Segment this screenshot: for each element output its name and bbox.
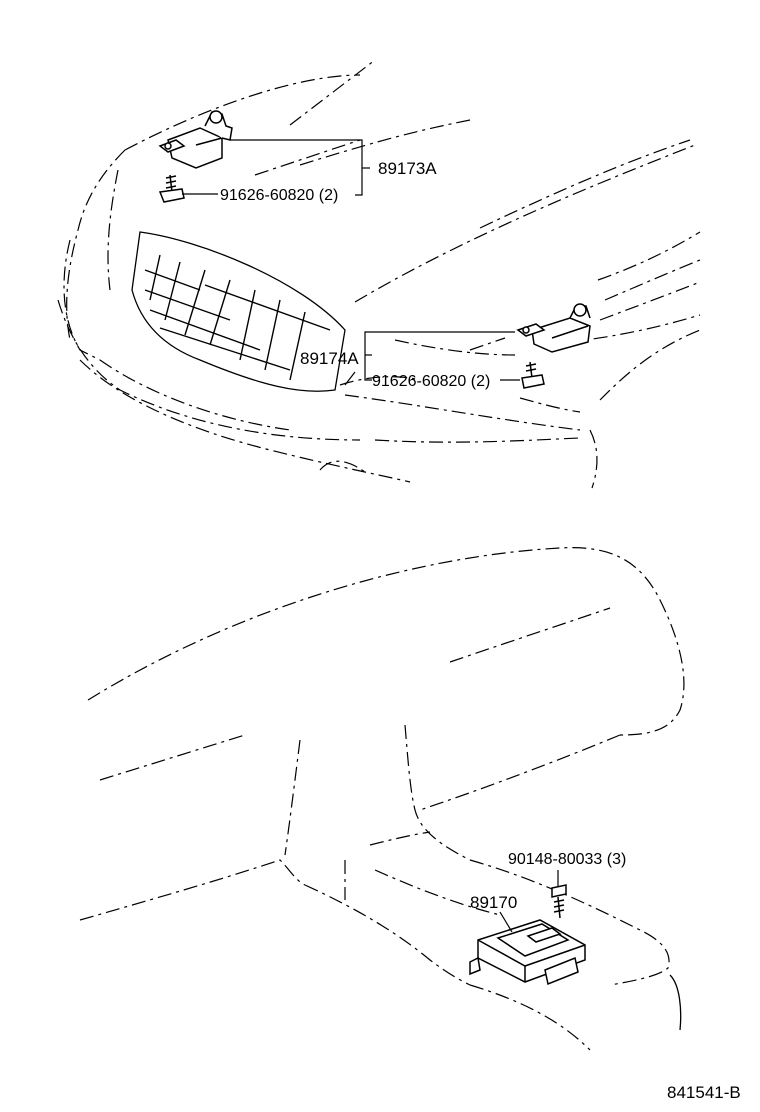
bolt-right (521, 361, 545, 389)
part-label-90148: 90148-80033 (3) (508, 851, 626, 868)
bolt-left (158, 174, 185, 203)
part-label-89173a: 89173A (378, 159, 437, 178)
diagram-code: 841541-B (667, 1083, 741, 1102)
part-label-91626-right: 91626-60820 (2) (372, 373, 490, 390)
part-label-89170: 89170 (470, 893, 517, 912)
front-grille (131, 231, 346, 392)
center-airbag-sensor (469, 919, 586, 986)
dashboard-outline (79, 547, 685, 1051)
part-label-91626-left: 91626-60820 (2) (220, 187, 338, 204)
leaders-upper (182, 139, 520, 386)
screw-center (551, 884, 567, 919)
front-sensor-right (516, 303, 591, 353)
leaders-lower (499, 870, 559, 933)
car-front-outline (57, 59, 701, 489)
front-sensor-left (158, 110, 233, 169)
part-label-89174a: 89174A (300, 349, 359, 368)
